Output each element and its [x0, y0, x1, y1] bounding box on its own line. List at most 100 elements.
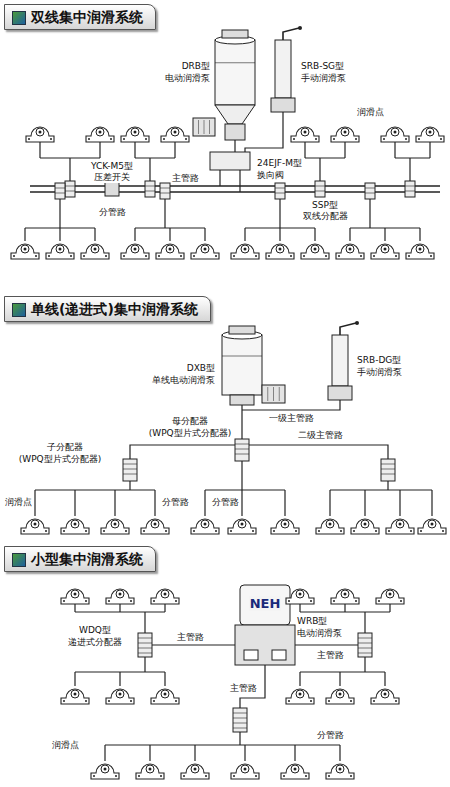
pipe: [164, 199, 165, 228]
distributor: [315, 181, 325, 197]
pipe: [74, 490, 75, 516]
pipe: [429, 142, 430, 158]
part-label: SRB-SG型: [300, 61, 345, 72]
lubrication-point: [266, 244, 294, 259]
pipe: [94, 228, 95, 241]
part-label: 电动润滑泵: [164, 73, 211, 84]
lubrication-point: [371, 244, 399, 259]
distributor-segment: [65, 191, 75, 192]
pipe: [30, 185, 440, 187]
distributor-segment: [233, 718, 247, 719]
motor-fin: [204, 120, 205, 134]
lubrication-point: [416, 127, 444, 142]
part-label: 双线分配器: [302, 211, 349, 222]
pipe: [219, 170, 220, 186]
lubrication-point: [331, 589, 359, 604]
lubrication-point: [61, 589, 89, 604]
pipe: [394, 142, 395, 158]
pipe: [299, 672, 300, 686]
lubrication-point: [301, 244, 329, 259]
pipe: [384, 228, 385, 241]
pipe: [134, 142, 135, 158]
pipe: [134, 228, 135, 241]
manual-pump-knob: [355, 321, 359, 325]
pipe: [34, 490, 35, 516]
distributor-segment: [65, 186, 75, 187]
motor-fin: [198, 120, 199, 134]
pipe: [419, 228, 420, 241]
pipe: [59, 199, 60, 228]
part-label: DRB型: [181, 61, 211, 72]
lubrication-point: [11, 244, 39, 259]
pipe: [399, 490, 400, 516]
pipe: [344, 142, 345, 158]
part-label: 润滑点: [356, 107, 385, 118]
pressure-switch: [105, 182, 119, 196]
distributor-segment: [365, 188, 375, 189]
part-label: (WPQ型片式分配器): [148, 428, 232, 439]
part-label: 电动润滑泵: [296, 628, 343, 639]
manual-pump-base: [328, 386, 352, 400]
distributor-segment: [381, 464, 395, 465]
motor-fin: [279, 387, 280, 401]
pipe: [387, 481, 388, 490]
distributor-segment: [55, 188, 65, 189]
lubrication-point: [231, 244, 259, 259]
reversing-valve: [210, 152, 250, 170]
pipe: [164, 604, 165, 612]
pipe: [194, 745, 195, 761]
pipe: [239, 170, 240, 192]
lubrication-point: [61, 519, 89, 534]
distributor-segment: [123, 464, 137, 465]
banner-icon: [12, 11, 26, 25]
lubrication-point: [228, 519, 256, 534]
pump-port: [272, 650, 286, 660]
distributor-segment: [315, 191, 325, 192]
part-label: 主管路: [229, 683, 258, 694]
part-label: 主管路: [316, 650, 345, 661]
lubrication-point: [91, 764, 119, 779]
manual-pump-cylinder: [332, 335, 348, 386]
distributor: [145, 181, 155, 197]
pipe: [114, 490, 115, 516]
pipe: [384, 672, 385, 686]
pipe: [241, 490, 242, 516]
lubrication-point: [106, 589, 134, 604]
distributor: [365, 183, 375, 199]
distributor: [123, 459, 137, 481]
part-label: 母分配器: [171, 416, 209, 427]
pipe: [431, 490, 432, 516]
lubrication-point: [316, 519, 344, 534]
lubrication-point: [156, 244, 184, 259]
pipe: [204, 490, 205, 516]
lubrication-point: [331, 127, 359, 142]
pipe: [135, 157, 175, 158]
pipe: [295, 644, 358, 645]
pump-lid: [229, 326, 255, 334]
distributor-segment: [365, 193, 375, 194]
pipe: [144, 612, 145, 633]
distributor-segment: [275, 193, 285, 194]
pipe: [149, 745, 150, 761]
part-label: 润滑点: [51, 740, 80, 751]
pipe: [30, 191, 440, 193]
manual-pump-knob: [298, 26, 302, 30]
banner-icon: [12, 303, 26, 317]
pipe: [74, 604, 75, 612]
pipe: [152, 644, 235, 645]
distributor-segment: [381, 474, 395, 475]
pipe: [395, 157, 430, 158]
distributor: [405, 181, 415, 197]
pipe: [344, 604, 345, 612]
part-label: 润滑点: [4, 497, 33, 508]
lubrication-point: [336, 244, 364, 259]
pipe: [339, 672, 340, 686]
pipe: [174, 142, 175, 158]
lubrication-point: [271, 519, 299, 534]
distributor-segment: [315, 186, 325, 187]
distributor-segment: [138, 638, 152, 639]
pipe: [299, 604, 300, 612]
lubrication-point: [371, 689, 399, 704]
pump-port: [244, 650, 258, 660]
pipe: [304, 142, 305, 158]
